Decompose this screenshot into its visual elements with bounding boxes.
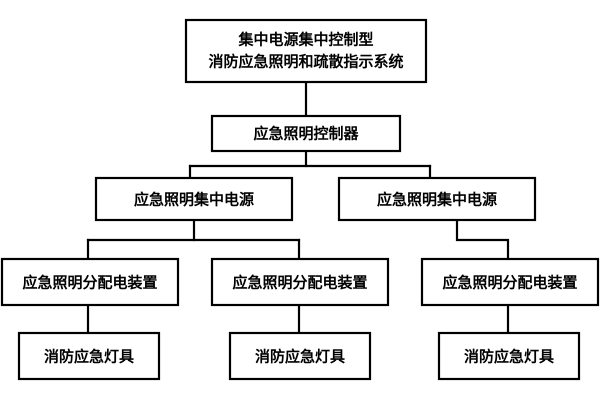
node-distribution-right: 应急照明分配电装置 — [420, 257, 600, 307]
node-lamp-right-label: 消防应急灯具 — [464, 348, 554, 366]
node-lamp-center-label: 消防应急灯具 — [255, 348, 345, 366]
node-lamp-right: 消防应急灯具 — [437, 331, 581, 381]
node-power-left-label: 应急照明集中电源 — [134, 191, 254, 209]
node-controller-label: 应急照明控制器 — [253, 125, 359, 143]
node-power-left-box — [94, 176, 294, 222]
node-distribution-right-box — [420, 257, 600, 307]
node-distribution-left-label: 应急照明分配电装置 — [22, 274, 157, 292]
node-power-right-box — [337, 176, 537, 222]
node-lamp-left-label: 消防应急灯具 — [44, 348, 134, 366]
node-distribution-center: 应急照明分配电装置 — [210, 257, 390, 307]
connector-layer — [86, 80, 510, 335]
node-power-left: 应急照明集中电源 — [94, 176, 294, 222]
node-distribution-left: 应急照明分配电装置 — [0, 257, 180, 307]
node-system-label-line2: 消防应急照明和疏散指示系统 — [208, 53, 403, 71]
node-lamp-right-box — [437, 331, 581, 381]
node-lamp-left: 消防应急灯具 — [17, 331, 161, 381]
node-controller: 应急照明控制器 — [210, 114, 402, 153]
node-system-box — [184, 18, 428, 84]
node-lamp-left-box — [17, 331, 161, 381]
node-lamp-center: 消防应急灯具 — [228, 331, 372, 381]
node-distribution-left-box — [0, 257, 180, 307]
node-controller-box — [210, 114, 402, 153]
connector-power-right-to-distribution-right — [455, 218, 510, 261]
node-distribution-right-label: 应急照明分配电装置 — [442, 274, 577, 292]
node-distribution-center-label: 应急照明分配电装置 — [232, 274, 367, 292]
node-lamp-center-box — [228, 331, 372, 381]
node-system-label-line1: 集中电源集中控制型 — [237, 31, 373, 49]
node-power-right-label: 应急照明集中电源 — [377, 191, 497, 209]
node-power-right: 应急照明集中电源 — [337, 176, 537, 222]
node-system: 集中电源集中控制型 消防应急照明和疏散指示系统 — [184, 18, 428, 84]
node-distribution-center-box — [210, 257, 390, 307]
